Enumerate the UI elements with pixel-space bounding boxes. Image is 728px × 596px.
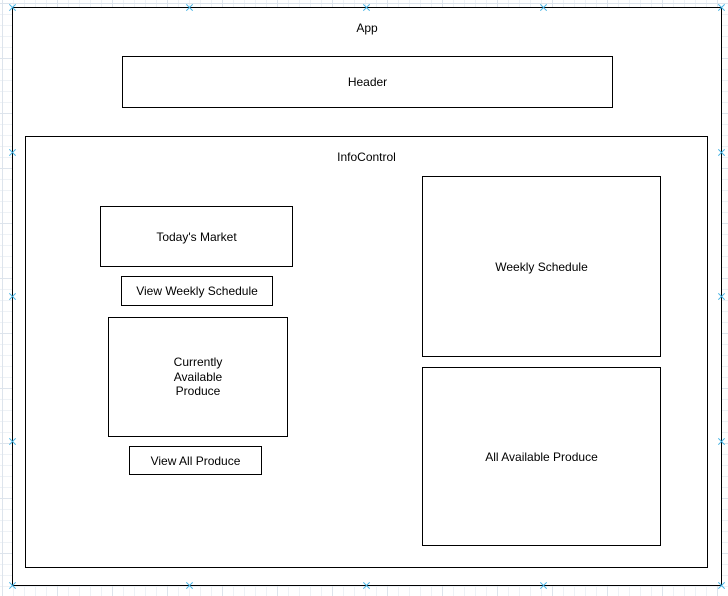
connection-point-icon[interactable] <box>539 581 548 590</box>
currently-available-produce-label: Currently Available Produce <box>173 355 223 399</box>
weekly-schedule-shape[interactable]: Weekly Schedule <box>422 176 661 357</box>
view-all-produce-label: View All Produce <box>150 453 241 468</box>
header-label: Header <box>347 75 388 89</box>
connection-point-icon[interactable] <box>717 437 726 446</box>
connection-point-icon[interactable] <box>362 3 371 12</box>
connection-point-icon[interactable] <box>8 3 17 12</box>
connection-point-icon[interactable] <box>717 3 726 12</box>
connection-point-icon[interactable] <box>8 437 17 446</box>
currently-available-produce-shape[interactable]: Currently Available Produce <box>108 317 288 437</box>
connection-point-icon[interactable] <box>717 292 726 301</box>
header-shape[interactable]: Header <box>122 56 613 108</box>
todays-market-label: Today's Market <box>156 229 237 244</box>
connection-point-icon[interactable] <box>539 3 548 12</box>
weekly-schedule-label: Weekly Schedule <box>495 259 588 274</box>
connection-point-icon[interactable] <box>185 3 194 12</box>
view-weekly-schedule-label: View Weekly Schedule <box>136 284 258 298</box>
connection-point-icon[interactable] <box>8 148 17 157</box>
info-control-label: InfoControl <box>337 150 396 164</box>
todays-market-shape[interactable]: Today's Market <box>100 206 293 267</box>
connection-point-icon[interactable] <box>362 581 371 590</box>
connection-point-icon[interactable] <box>717 148 726 157</box>
all-available-produce-label: All Available Produce <box>485 449 598 464</box>
connection-point-icon[interactable] <box>8 581 17 590</box>
connection-point-icon[interactable] <box>185 581 194 590</box>
view-all-produce-button[interactable]: View All Produce <box>129 446 262 475</box>
connection-point-icon[interactable] <box>8 292 17 301</box>
app-container-shape[interactable]: App Header InfoControl Today's Market Vi… <box>12 7 722 586</box>
view-weekly-schedule-button[interactable]: View Weekly Schedule <box>121 276 273 306</box>
info-control-shape[interactable]: InfoControl Today's Market View Weekly S… <box>25 136 708 568</box>
all-available-produce-shape[interactable]: All Available Produce <box>422 367 661 546</box>
connection-point-icon[interactable] <box>717 581 726 590</box>
app-label: App <box>356 21 378 35</box>
